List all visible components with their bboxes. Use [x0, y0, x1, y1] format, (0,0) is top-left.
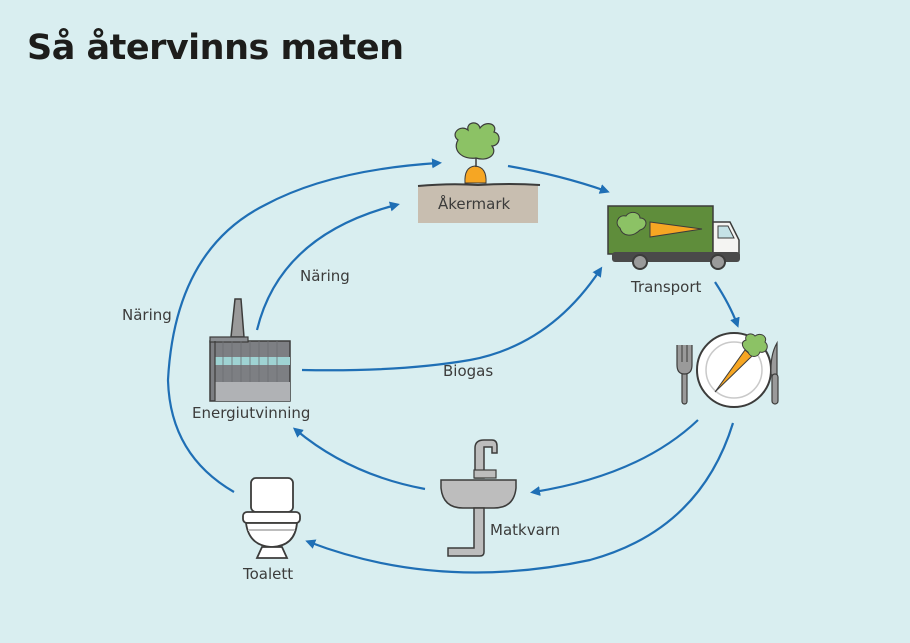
- toilet-icon: [242, 477, 301, 559]
- transport-label: Transport: [630, 278, 702, 296]
- delivery-truck-icon: [607, 205, 740, 270]
- sink-icon: [440, 439, 517, 557]
- factory-icon: [209, 298, 291, 402]
- plate-with-carrot-icon: [676, 332, 779, 408]
- fork-icon: [676, 345, 693, 405]
- flow-matkvarn-to-energi: [292, 427, 426, 491]
- toalett-label: Toalett: [242, 565, 293, 583]
- matkvarn-label: Matkvarn: [490, 521, 560, 539]
- flow-label-biogas: Biogas: [443, 362, 493, 380]
- flow-toalett-to-akermark: [166, 158, 442, 493]
- flow-energi-to-akermark: [255, 201, 400, 331]
- flow-maltid-to-toalett: [305, 422, 735, 574]
- energiutvinning-node: Energiutvinning: [192, 298, 310, 422]
- flow-label-naring-inner: Näring: [300, 267, 350, 285]
- maltid-node: [676, 332, 779, 408]
- akermark-label: Åkermark: [438, 194, 511, 213]
- carrot-in-field-icon: [417, 122, 541, 223]
- transport-node: Transport: [607, 205, 740, 296]
- matkvarn-node: Matkvarn: [440, 439, 560, 557]
- flow-label-naring-outer: Näring: [122, 306, 172, 324]
- page-title: Så återvinns maten: [27, 28, 404, 68]
- flow-energi-to-transport: [301, 266, 603, 372]
- toalett-node: Toalett: [242, 477, 301, 583]
- flow-maltid-to-matkvarn: [530, 419, 699, 496]
- akermark-node: Åkermark: [417, 122, 541, 223]
- energiutvinning-label: Energiutvinning: [192, 404, 310, 422]
- flow-akermark-to-transport: [507, 164, 610, 194]
- flow-transport-to-maltid: [714, 281, 740, 328]
- knife-icon: [770, 340, 779, 405]
